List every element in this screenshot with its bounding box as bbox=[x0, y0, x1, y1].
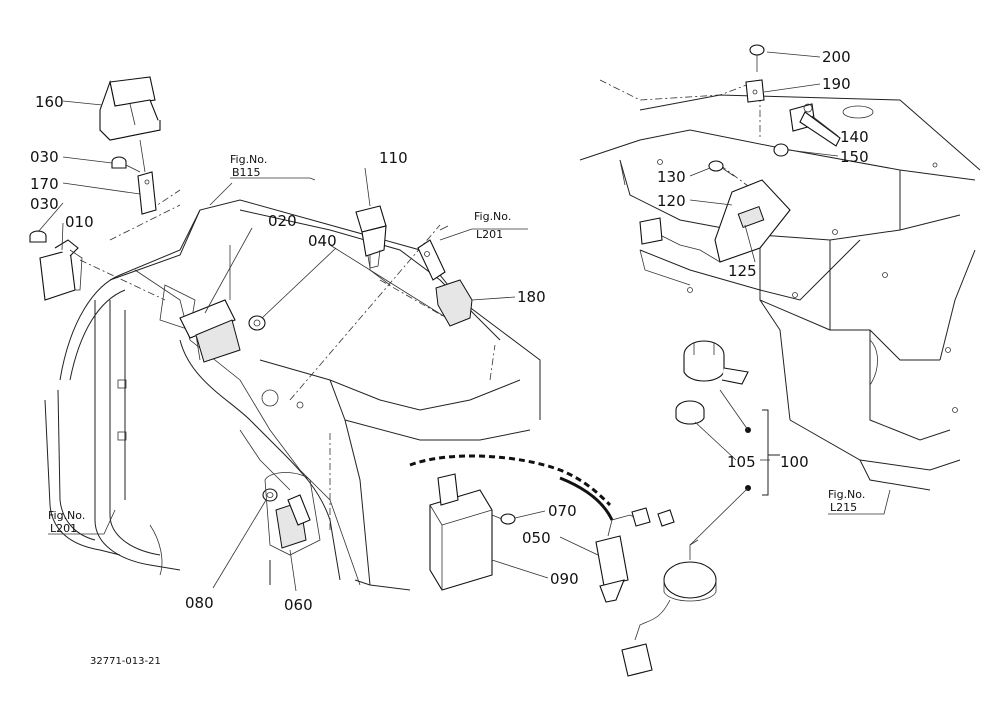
part-200-bolt bbox=[749, 44, 765, 72]
part-090-module bbox=[429, 473, 493, 591]
fig-ref-l215-prefix: Fig.No. bbox=[828, 488, 865, 501]
part-010-flasher-unit bbox=[39, 239, 83, 301]
callout-020: 020 bbox=[268, 212, 297, 230]
part-key-switch-harness bbox=[621, 539, 717, 677]
part-030-bolt-lower bbox=[29, 230, 47, 243]
callout-070: 070 bbox=[548, 502, 577, 520]
part-140-lever bbox=[789, 103, 841, 147]
callout-140: 140 bbox=[840, 128, 869, 146]
callout-100-bracket bbox=[689, 389, 780, 546]
fig-ref-l215-number: L215 bbox=[830, 501, 857, 514]
callout-200: 200 bbox=[822, 48, 851, 66]
leader-lines bbox=[37, 51, 891, 592]
wire-lead-dashed bbox=[409, 454, 612, 507]
callout-170: 170 bbox=[30, 175, 59, 193]
dash-panel-right bbox=[579, 79, 981, 491]
fig-ref-l201-lower-number: L201 bbox=[50, 522, 77, 535]
fig-ref-l201-lower-prefix: Fig.No. bbox=[48, 509, 85, 522]
fig-ref-l201-upper-number: L201 bbox=[476, 228, 503, 241]
callout-125: 125 bbox=[728, 262, 757, 280]
callout-150: 150 bbox=[840, 148, 869, 166]
callout-160: 160 bbox=[35, 93, 64, 111]
drawing-code: 32771-013-21 bbox=[90, 656, 161, 667]
callout-030-upper: 030 bbox=[30, 148, 59, 166]
part-030-bolt-upper bbox=[111, 156, 141, 173]
part-150-nut bbox=[773, 143, 789, 157]
wire-lead-solid bbox=[559, 476, 614, 521]
part-170-bracket bbox=[137, 139, 157, 215]
callout-040: 040 bbox=[308, 232, 337, 250]
part-080-nut bbox=[262, 488, 278, 502]
callout-060: 060 bbox=[284, 596, 313, 614]
part-040-nut bbox=[248, 315, 266, 331]
callout-130: 130 bbox=[657, 168, 686, 186]
callout-010: 010 bbox=[65, 213, 94, 231]
fig-ref-b115-prefix: Fig.No. bbox=[230, 153, 267, 166]
callout-050: 050 bbox=[522, 529, 551, 547]
part-060-relay bbox=[264, 472, 321, 556]
part-020-relay bbox=[179, 299, 241, 363]
callout-120: 120 bbox=[657, 192, 686, 210]
fig-ref-l201-upper-prefix: Fig.No. bbox=[474, 210, 511, 223]
callout-180: 180 bbox=[517, 288, 546, 306]
callout-110: 110 bbox=[379, 149, 408, 167]
callout-labels: 160 030 170 030 010 020 040 110 180 200 … bbox=[30, 48, 869, 614]
part-190-clip bbox=[745, 79, 765, 103]
part-100-key-switch bbox=[675, 340, 749, 425]
callout-030-lower: 030 bbox=[30, 195, 59, 213]
figure-references: Fig.No. B115 Fig.No. L201 Fig.No. L201 F… bbox=[48, 153, 865, 535]
part-110-switch bbox=[355, 205, 387, 269]
rear-fender-outline bbox=[44, 389, 163, 576]
callout-105: 105 bbox=[727, 453, 756, 471]
callout-100: 100 bbox=[780, 453, 809, 471]
callout-090: 090 bbox=[550, 570, 579, 588]
part-070-bolt bbox=[491, 513, 516, 525]
callout-080: 080 bbox=[185, 594, 214, 612]
fender-panel-left bbox=[59, 199, 541, 591]
callout-190: 190 bbox=[822, 75, 851, 93]
fig-ref-b115-number: B115 bbox=[232, 166, 261, 179]
part-160-relay bbox=[99, 76, 161, 141]
part-050-sensor bbox=[595, 507, 675, 603]
part-130-bolt bbox=[708, 160, 735, 177]
part-180-bracket bbox=[417, 225, 473, 327]
part-120-controller bbox=[639, 179, 791, 263]
